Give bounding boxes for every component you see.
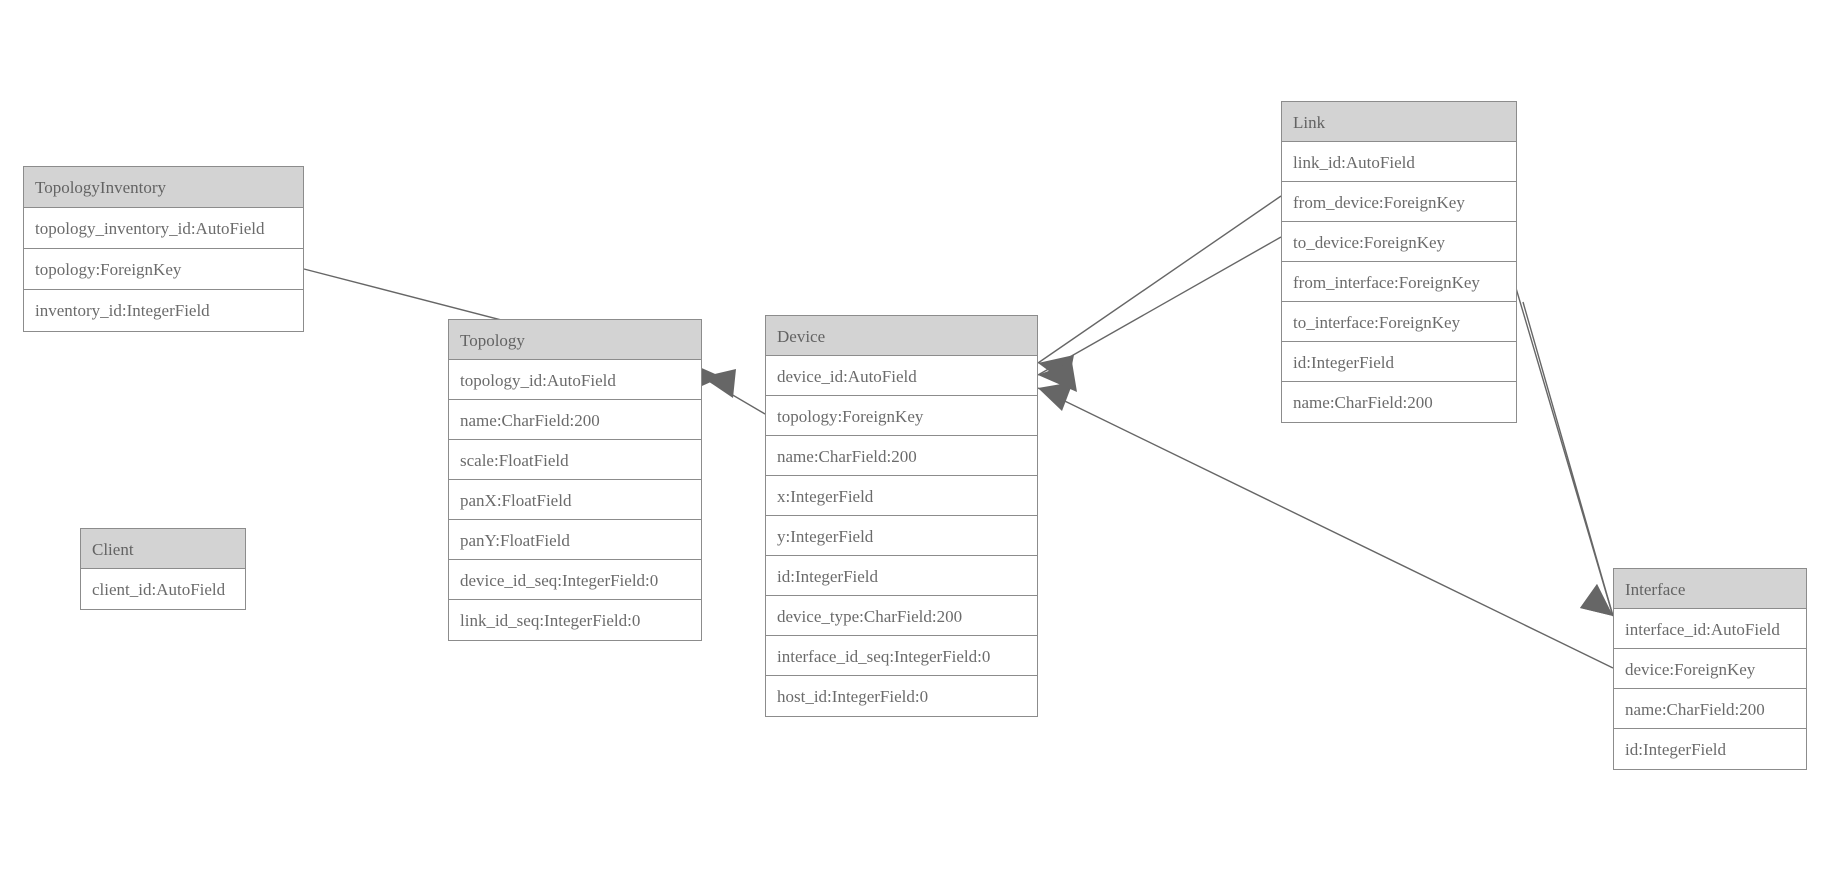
arrowhead-icon [1038,355,1074,385]
entity-title: Device [766,316,1037,356]
entity-field-row: from_device:ForeignKey [1282,182,1516,222]
relationship-line [1512,277,1614,617]
entity-field-row: y:IntegerField [766,516,1037,556]
entity-title: TopologyInventory [24,167,303,208]
entity-field-row: id:IntegerField [766,556,1037,596]
relationship-line [1037,387,1614,669]
entity-field-row: name:CharField:200 [1614,689,1806,729]
arrowhead-icon [1580,584,1613,616]
entity-field-row: name:CharField:200 [1282,382,1516,422]
arrowhead-icon [1580,584,1613,616]
entity-field-row: device:ForeignKey [1614,649,1806,689]
relationship-line [1037,195,1282,364]
entity-field-row: from_interface:ForeignKey [1282,262,1516,302]
relationship-edge [1522,301,1614,617]
relationship-edge [1037,195,1282,385]
entity-field-row: name:CharField:200 [449,400,701,440]
entity-field-row: interface_id:AutoField [1614,609,1806,649]
relationship-edge [1037,382,1614,669]
arrowhead-icon [1038,362,1077,392]
entity-field-row: name:CharField:200 [766,436,1037,476]
entity-title: Interface [1614,569,1806,609]
entity-field-row: inventory_id:IntegerField [24,290,303,331]
relationship-line [1037,236,1282,376]
entity-field-row: id:IntegerField [1614,729,1806,769]
entity-field-row: x:IntegerField [766,476,1037,516]
entity-field-row: topology:ForeignKey [766,396,1037,436]
entity-field-row: link_id_seq:IntegerField:0 [449,600,701,640]
entity-field-row: device_type:CharField:200 [766,596,1037,636]
relationship-edge [1512,277,1614,617]
entity-field-row: client_id:AutoField [81,569,245,609]
entity-field-row: panY:FloatField [449,520,701,560]
entity-field-row: device_id:AutoField [766,356,1037,396]
entity-field-row: interface_id_seq:IntegerField:0 [766,636,1037,676]
entity-field-row: to_interface:ForeignKey [1282,302,1516,342]
entity-field-row: topology:ForeignKey [24,249,303,290]
entity-field-row: panX:FloatField [449,480,701,520]
entity-field-list: client_id:AutoField [81,569,245,609]
arrowhead-icon [702,369,736,398]
entity-title: Link [1282,102,1516,142]
relationship-edge [1037,236,1282,392]
entity-field-row: device_id_seq:IntegerField:0 [449,560,701,600]
relationship-line [701,376,766,415]
relationship-line [1522,301,1614,617]
entity-title: Client [81,529,245,569]
arrowhead-icon [1038,382,1073,411]
relationship-edge [701,369,766,415]
entity-field-row: scale:FloatField [449,440,701,480]
entity-field-row: host_id:IntegerField:0 [766,676,1037,716]
entity-field-row: topology_inventory_id:AutoField [24,208,303,249]
entity-field-row: topology_id:AutoField [449,360,701,400]
entity-field-row: to_device:ForeignKey [1282,222,1516,262]
entity-title: Topology [449,320,701,360]
entity-field-row: link_id:AutoField [1282,142,1516,182]
entity-field-row: id:IntegerField [1282,342,1516,382]
